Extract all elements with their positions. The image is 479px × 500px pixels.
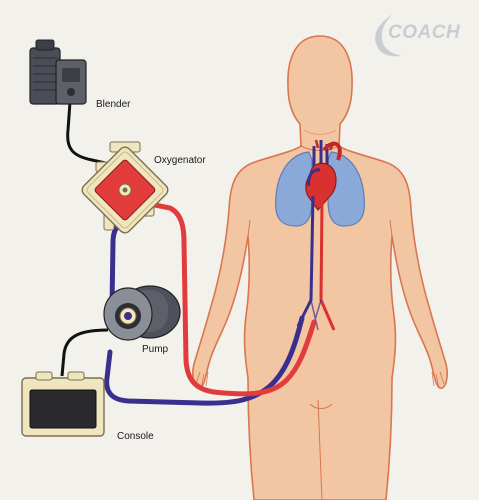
cables	[60, 101, 111, 377]
arterial-return-line	[147, 201, 317, 397]
label-console: Console	[117, 431, 154, 442]
oxygenator-device	[81, 141, 169, 234]
logo-text: COACH	[388, 22, 461, 43]
label-pump: Pump	[142, 344, 169, 355]
venous-drainage-line	[104, 315, 305, 406]
coach-logo-icon	[375, 14, 402, 57]
console-device	[21, 371, 105, 437]
lungs	[274, 151, 366, 227]
blender-device	[29, 39, 87, 105]
pump-device	[103, 285, 181, 341]
label-oxygenator: Oxygenator	[154, 155, 206, 166]
label-blender: Blender	[96, 99, 131, 110]
